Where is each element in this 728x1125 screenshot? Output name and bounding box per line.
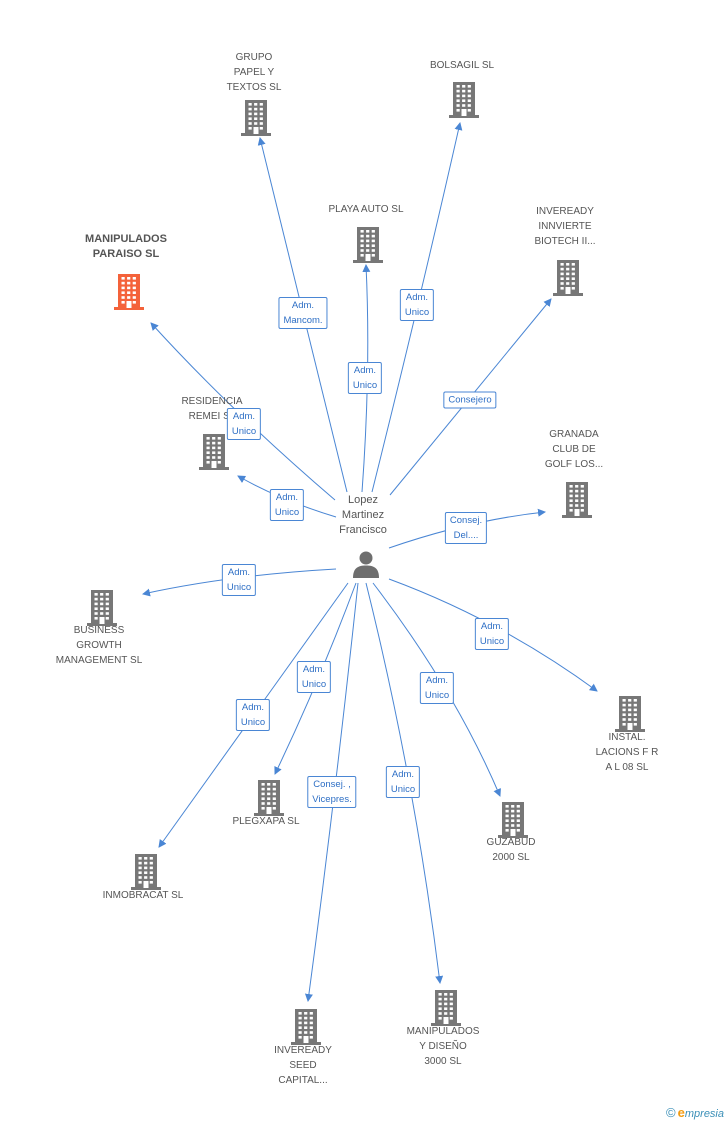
person-name[interactable]: Lopez Martinez Francisco <box>339 494 387 536</box>
building-icon-instal-lacions[interactable] <box>615 696 645 732</box>
building-icon-playa-auto[interactable] <box>353 227 383 263</box>
building-icon-inveready-seed[interactable] <box>291 1009 321 1045</box>
building-icon-inveready-biotech[interactable] <box>553 260 583 296</box>
role-badge-granada-golf[interactable]: Consej. Del.... <box>444 512 488 544</box>
company-label-instal-lacions[interactable]: INSTAL. LACIONS F R A L 08 SL <box>595 732 659 773</box>
building-icon-granada-golf[interactable] <box>562 482 592 518</box>
company-label-playa-auto[interactable]: PLAYA AUTO SL <box>328 204 404 215</box>
role-badge-residencia-remei[interactable]: Adm. Unico <box>269 489 305 521</box>
company-label-granada-golf[interactable]: GRANADA CLUB DE GOLF LOS... <box>544 429 604 470</box>
role-badge-plegxapa[interactable]: Adm. Unico <box>296 661 332 693</box>
building-icon-plegxapa[interactable] <box>254 780 284 816</box>
role-badge-inveready-biotech[interactable]: Consejero <box>443 391 497 409</box>
building-icon-manipulados-paraiso[interactable] <box>114 274 144 310</box>
company-label-plegxapa[interactable]: PLEGXAPA SL <box>232 816 300 827</box>
building-icon-guzabud[interactable] <box>498 802 528 838</box>
company-label-grupo-papel[interactable]: GRUPO PAPEL Y TEXTOS SL <box>226 52 282 93</box>
company-label-inveready-biotech[interactable]: INVEREADY INNVIERTE BIOTECH II... <box>534 206 596 247</box>
role-badge-instal-lacions[interactable]: Adm. Unico <box>474 618 510 650</box>
company-label-business-growth[interactable]: BUSINESS GROWTH MANAGEMENT SL <box>55 625 143 666</box>
company-label-manipulados-paraiso[interactable]: MANIPULADOS PARAISO SL <box>85 233 167 260</box>
role-badge-grupo-papel[interactable]: Adm. Mancom. <box>278 297 328 329</box>
building-icon-business-growth[interactable] <box>87 590 117 626</box>
role-badge-business-growth[interactable]: Adm. Unico <box>221 564 257 596</box>
company-label-bolsagil[interactable]: BOLSAGIL SL <box>429 60 495 71</box>
brand-logo-text: mpresia <box>684 1108 724 1120</box>
role-badge-inveready-seed[interactable]: Consej. , Vicepres. <box>307 776 357 808</box>
footer-brand: ©empresia <box>666 1105 724 1120</box>
brand-logo-initial: e <box>677 1105 685 1120</box>
building-icon-bolsagil[interactable] <box>449 82 479 118</box>
building-icon-inmobracat[interactable] <box>131 854 161 890</box>
building-icon-residencia-remei[interactable] <box>199 434 229 470</box>
company-label-inveready-seed[interactable]: INVEREADY SEED CAPITAL... <box>274 1045 332 1086</box>
company-label-manipulados-diseno[interactable]: MANIPULADOS Y DISEÑO 3000 SL <box>406 1026 480 1067</box>
role-badge-manipulados-paraiso[interactable]: Adm. Unico <box>226 408 262 440</box>
role-badge-guzabud[interactable]: Adm. Unico <box>419 672 455 704</box>
building-icon-manipulados-diseno[interactable] <box>431 990 461 1026</box>
company-label-guzabud[interactable]: GUZABUD 2000 SL <box>486 837 536 863</box>
company-label-inmobracat[interactable]: INMOBRACAT SL <box>102 890 184 901</box>
role-badge-bolsagil[interactable]: Adm. Unico <box>399 289 435 321</box>
person-icon[interactable] <box>351 549 381 579</box>
role-badge-playa-auto[interactable]: Adm. Unico <box>347 362 383 394</box>
copyright-icon: © <box>666 1105 676 1120</box>
building-icon-grupo-papel[interactable] <box>241 100 271 136</box>
role-badge-inmobracat[interactable]: Adm. Unico <box>235 699 271 731</box>
role-badge-manipulados-diseno[interactable]: Adm. Unico <box>385 766 421 798</box>
